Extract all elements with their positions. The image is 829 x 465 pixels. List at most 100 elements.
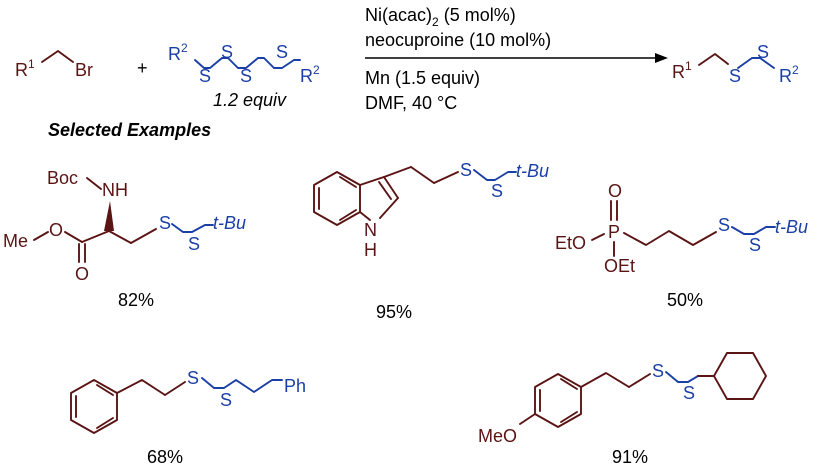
product-sulfur-2: S <box>757 42 769 62</box>
example-3-phosphonate: O P EtO OEt S S t-Bu 50% <box>555 181 808 310</box>
stereo-wedge-bond <box>104 201 114 231</box>
nh-label: NH <box>102 180 128 200</box>
phenyl-label: Ph <box>284 376 306 396</box>
disulfide-benzyl-chain <box>201 377 283 393</box>
yield-50: 50% <box>667 290 703 310</box>
boc-nh-bond <box>86 177 102 190</box>
phenyl-double-2 <box>96 384 114 396</box>
example-5-cyclohexyl: MeO S S 91% <box>478 352 767 465</box>
sulfur-a: S <box>460 160 472 180</box>
solvent-temp-label: DMF, 40 °C <box>365 93 457 113</box>
alpha-ch2-bond <box>108 230 132 244</box>
anisole-double-3 <box>560 411 578 423</box>
disulfide-bond <box>473 169 517 181</box>
indole-h: H <box>364 240 377 260</box>
sulfur-b: S <box>220 390 232 410</box>
r1-ch2-bond <box>41 50 74 63</box>
disulfide-bond <box>665 371 699 383</box>
benzene-ring <box>313 171 361 226</box>
ch2-s-bond <box>164 381 186 396</box>
ch2-s-bond <box>433 171 459 184</box>
r2-label-right: R2 <box>300 63 320 86</box>
benzene-double-2 <box>339 209 357 221</box>
disulfide-bond <box>171 223 214 233</box>
tert-butyl-label: t-Bu <box>516 161 549 181</box>
reductant-label: Mn (1.5 equiv) <box>365 68 480 88</box>
ester-oxygen: O <box>49 220 63 240</box>
r1-label: R1 <box>15 57 35 80</box>
ch2-s-bond <box>628 373 651 388</box>
sulfur-b: S <box>749 235 761 255</box>
sulfur-4: S <box>276 42 288 62</box>
pyrrole-n-c7a <box>359 211 371 221</box>
reactant-alkyl-bromide: R1 Br <box>15 50 93 80</box>
example-1-cysteine: Boc NH Me O O S S t-Bu 82% <box>3 168 246 310</box>
product-r2-label: R2 <box>779 63 799 86</box>
sulfur-a: S <box>652 361 664 381</box>
pyrrole-c2-n <box>379 197 399 219</box>
carbonyl-oxygen: O <box>75 264 89 284</box>
catalyst-label: Ni(acac)2 (5 mol%) <box>365 5 516 29</box>
phosphoryl-oxygen: O <box>608 181 622 201</box>
indole-n: N <box>364 220 377 240</box>
yield-68: 68% <box>147 447 183 465</box>
pyrrole-double <box>378 181 392 200</box>
reactant-tetrasulfide: R2 S S S S R2 1.2 equiv <box>168 41 320 110</box>
phenyl-ring <box>70 379 118 434</box>
equiv-label: 1.2 equiv <box>213 90 287 110</box>
anisole-double-2 <box>560 378 578 390</box>
anisole-ring <box>534 373 582 428</box>
ethyl-chain <box>580 372 630 388</box>
example-4-benzyl: S S Ph 68% <box>70 368 306 465</box>
sulfur-b: S <box>491 181 503 201</box>
me-o-bond <box>33 231 49 241</box>
methyl-label: Me <box>3 231 28 251</box>
tert-butyl-label: t-Bu <box>213 213 246 233</box>
sulfur-a: S <box>187 368 199 388</box>
boc-label: Boc <box>47 168 78 188</box>
ethoxy-left: EtO <box>555 233 586 253</box>
ethoxy-down: OEt <box>604 256 635 276</box>
r2-label-left: R2 <box>168 41 188 64</box>
pyrrole-c3-c2 <box>383 176 399 199</box>
sulfur-b: S <box>188 234 200 254</box>
product-sulfur-1: S <box>729 66 741 86</box>
section-title: Selected Examples <box>48 120 211 140</box>
sulfur-b: S <box>683 383 695 403</box>
sulfur-3: S <box>240 66 252 86</box>
p-oet-bond-left <box>591 233 605 241</box>
sulfur-a: S <box>159 213 171 233</box>
methoxy-label: MeO <box>478 426 517 446</box>
sulfur-2: S <box>221 42 233 62</box>
carbonyl-alpha-bond <box>81 230 110 243</box>
yield-91: 91% <box>612 447 648 465</box>
o-carbonyl-bond <box>64 231 83 243</box>
ligand-label: neocuproine (10 mol%) <box>365 30 551 50</box>
conditions: Ni(acac)2 (5 mol%) neocuproine (10 mol%)… <box>365 5 668 113</box>
plus-sign: + <box>137 58 148 78</box>
pyrrole-c3a-c3 <box>359 176 385 186</box>
product-ch2-bond <box>698 53 729 66</box>
cyclohexyl-ring <box>713 352 767 400</box>
tetrasulfide-chain <box>194 57 301 69</box>
product-disulfide: R1 S S R2 <box>672 42 799 86</box>
yield-95: 95% <box>376 302 412 322</box>
ethyl-bond-2 <box>410 166 435 184</box>
yield-82: 82% <box>118 290 154 310</box>
phenyl-double-3 <box>96 417 114 429</box>
sulfur-1: S <box>199 66 211 86</box>
bromine-atom: Br <box>75 60 93 80</box>
disulfide-bond <box>731 226 776 235</box>
sulfur-a: S <box>718 215 730 235</box>
ring-o-bond <box>519 413 536 425</box>
ch2-s-bond <box>130 228 157 244</box>
product-r1-label: R1 <box>672 59 692 82</box>
propyl-chain <box>623 230 717 246</box>
phosphorus-atom: P <box>608 222 620 242</box>
ethyl-chain <box>116 379 166 396</box>
reaction-arrow-head <box>655 53 668 63</box>
product-disulfide-bond <box>737 57 775 69</box>
benzene-double-3 <box>339 176 357 188</box>
tert-butyl-label: t-Bu <box>775 217 808 237</box>
